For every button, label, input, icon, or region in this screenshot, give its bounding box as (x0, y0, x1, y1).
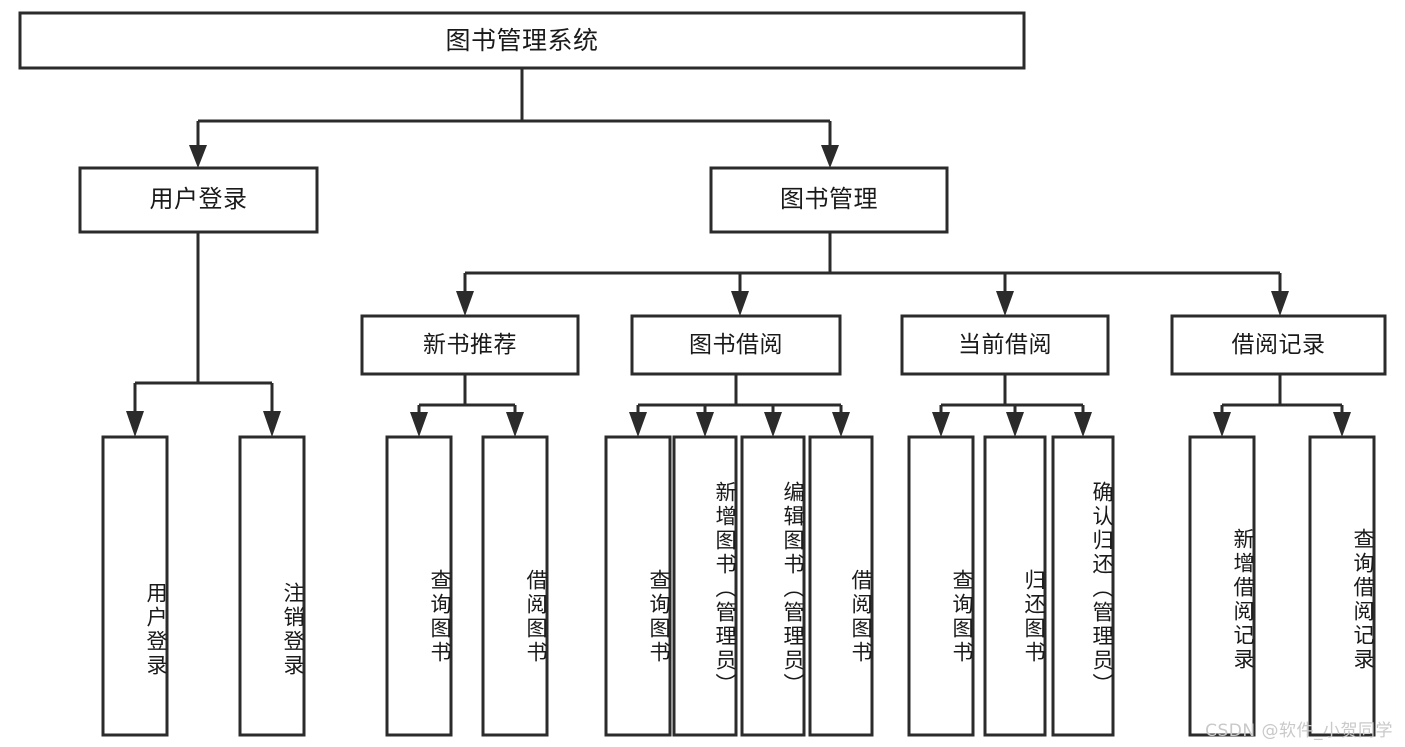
arrowhead-leaf-query-book-2 (629, 412, 647, 437)
arrowhead-leaf-query-book-3 (932, 412, 950, 437)
arrowhead-leaf-logout (263, 411, 281, 437)
arrowhead-leaf-query-book-1 (410, 412, 428, 437)
node-box-book-borrow[interactable] (630, 314, 842, 376)
arrowhead-borrow-record (1271, 291, 1289, 316)
node-box-new-book-recommend[interactable] (360, 314, 580, 376)
node-box-leaf-confirm-return-admin[interactable] (1051, 435, 1115, 737)
node-box-leaf-query-book-3[interactable] (907, 435, 975, 737)
node-box-borrow-record[interactable] (1170, 314, 1387, 376)
node-box-leaf-query-book-1[interactable] (385, 435, 453, 737)
arrowhead-leaf-borrow-book-1 (506, 412, 524, 437)
node-box-leaf-add-book-admin[interactable] (672, 435, 738, 737)
arrowhead-leaf-return-book (1006, 412, 1024, 437)
arrowhead-leaf-edit-book-admin (764, 412, 782, 437)
node-box-current-borrow[interactable] (900, 314, 1110, 376)
node-box-leaf-return-book[interactable] (983, 435, 1047, 737)
arrowhead-user-login (189, 145, 207, 168)
arrowhead-current-borrow (996, 291, 1014, 316)
node-box-root[interactable] (18, 11, 1026, 70)
arrowhead-leaf-user-login (126, 411, 144, 437)
node-box-leaf-edit-book-admin[interactable] (740, 435, 806, 737)
arrowhead-leaf-add-book-admin (696, 412, 714, 437)
arrowhead-book-borrow (731, 291, 749, 316)
node-box-leaf-add-borrow-record[interactable] (1188, 435, 1256, 737)
node-box-leaf-borrow-book-1[interactable] (481, 435, 549, 737)
node-box-leaf-borrow-book-2[interactable] (808, 435, 874, 737)
watermark-label: CSDN @软件_小贺同学 (1205, 721, 1393, 741)
node-box-leaf-query-borrow-record[interactable] (1308, 435, 1376, 737)
node-box-leaf-user-login[interactable] (101, 435, 169, 737)
node-box-leaf-logout[interactable] (238, 435, 306, 737)
arrowhead-new-book-recommend (456, 291, 474, 316)
arrowhead-leaf-query-borrow-record (1333, 412, 1351, 437)
arrowhead-leaf-confirm-return (1074, 412, 1092, 437)
node-box-user-login[interactable] (78, 166, 319, 234)
node-box-book-management[interactable] (709, 166, 949, 234)
node-box-leaf-query-book-2[interactable] (604, 435, 672, 737)
arrowhead-book-management (821, 145, 839, 168)
arrowhead-leaf-borrow-book-2 (832, 412, 850, 437)
arrowhead-leaf-add-borrow-record (1213, 412, 1231, 437)
